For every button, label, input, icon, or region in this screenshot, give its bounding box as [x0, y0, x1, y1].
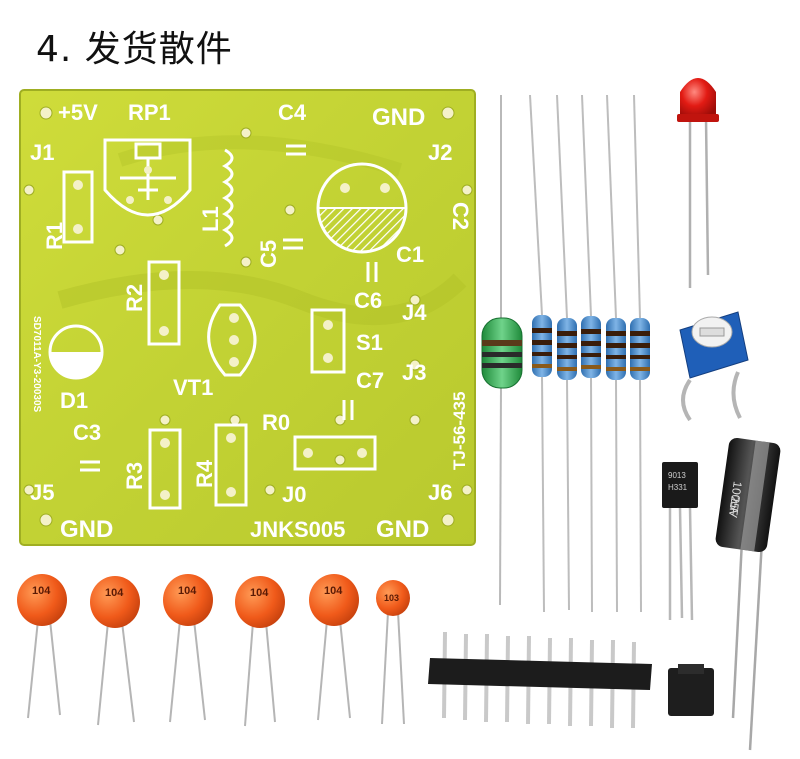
pcb-label-r1: R1 — [42, 222, 67, 250]
pcb-label-gnd-bl: GND — [60, 516, 113, 543]
pcb-label-r2: R2 — [122, 284, 147, 312]
pcb-label-j3: J3 — [402, 360, 426, 385]
pcb-board-name: JNKS005 — [250, 517, 345, 542]
pcb-label-r0: R0 — [262, 410, 290, 435]
pcb-label-c6: C6 — [354, 288, 382, 313]
led-component — [677, 78, 719, 288]
pcb-label-gnd-top: GND — [372, 104, 425, 131]
pcb-label-j2: J2 — [428, 140, 452, 165]
pcb-label-gnd-br: GND — [376, 516, 429, 543]
ceramic-code-small: 103 — [384, 593, 399, 603]
pcb-label-j5: J5 — [30, 480, 54, 505]
resistor-set — [529, 94, 650, 613]
potentiometer-component — [679, 311, 749, 422]
transistor-component: 9013 H331 — [662, 462, 698, 621]
pcb-board: +5V RP1 C4 GND J1 J2 C2 R1 L1 C5 C1 R2 C… — [19, 89, 476, 546]
pcb-label-rp1: RP1 — [128, 100, 171, 125]
transistor-mark2: H331 — [668, 483, 688, 492]
pcb-label-j6: J6 — [428, 480, 452, 505]
pcb-label-r4: R4 — [192, 459, 217, 488]
pcb-label-c4: C4 — [278, 100, 307, 125]
pin-header — [428, 631, 652, 729]
pcb-side-code: TJ-56-435 — [450, 392, 469, 470]
pcb-label-plus5v: +5V — [58, 100, 98, 125]
ceramic-capacitor-set: 104 104 104 104 104 103 — [17, 574, 410, 727]
pcb-label-j1: J1 — [30, 140, 54, 165]
jumper-cap — [668, 664, 714, 716]
inductor-component — [481, 95, 523, 606]
page-title: 4. 发货散件 — [36, 29, 233, 70]
electrolytic-value: 100uF — [726, 480, 745, 516]
ceramic-code-1: 104 — [32, 585, 51, 597]
electrolytic-capacitor: 100uF 25V — [715, 437, 781, 751]
electrolytic-voltage: 25V — [726, 495, 743, 518]
pcb-label-j4: J4 — [402, 300, 427, 325]
pcb-label-c5: C5 — [256, 240, 281, 268]
pcb-label-c2: C2 — [448, 202, 473, 230]
pcb-label-c7: C7 — [356, 368, 384, 393]
pcb-label-c3: C3 — [73, 420, 101, 445]
pcb-label-s1: S1 — [356, 330, 383, 355]
pcb-label-vt1: VT1 — [173, 375, 213, 400]
pcb-label-c1: C1 — [396, 242, 424, 267]
pcb-label-j0: J0 — [282, 482, 306, 507]
ceramic-code-5: 104 — [324, 585, 343, 597]
pcb-label-r3: R3 — [122, 462, 147, 490]
pcb-label-d1: D1 — [60, 388, 88, 413]
pcb-label-l1: L1 — [198, 206, 223, 232]
pcb-side-date: SD7011A-Y3-20030S — [31, 316, 42, 413]
ceramic-code-2: 104 — [105, 587, 124, 599]
transistor-mark: 9013 — [668, 471, 686, 480]
ceramic-code-3: 104 — [178, 585, 197, 597]
ceramic-code-4: 104 — [250, 587, 269, 599]
